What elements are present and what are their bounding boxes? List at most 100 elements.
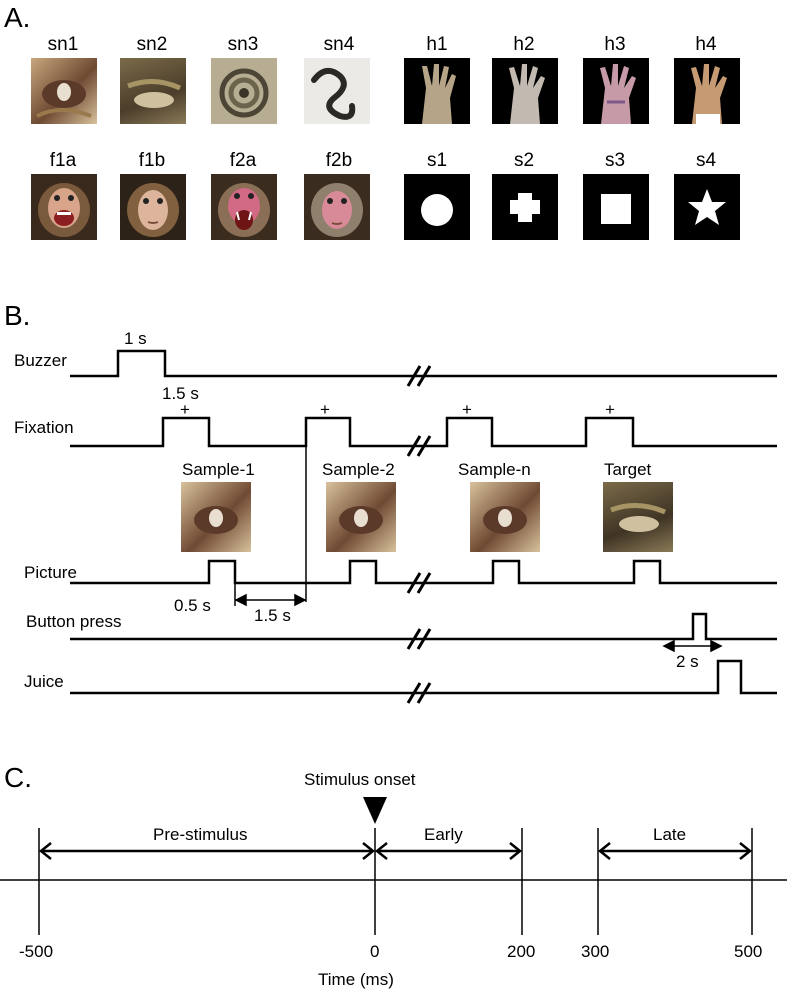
panel-a-label: A. [4,2,31,33]
thumb-label-h4: h4 [695,34,717,55]
snake-photo-sn2 [120,58,186,124]
fixation-duration-label: 1.5 s [162,384,199,403]
picture-duration-label: 0.5 s [174,596,211,615]
row-label-fixation: Fixation [14,418,74,437]
monkey-hand-icon [509,64,545,124]
thumb-label-h1: h1 [426,34,448,55]
thumb-label-sn1: sn1 [47,34,79,55]
segment-label-late: Late [653,825,687,844]
tick-label-300: 300 [581,942,610,961]
thumb-label-h2: h2 [513,34,535,55]
snake-photo-sn1 [31,58,97,124]
panel-b-label: B. [4,300,31,331]
row-label-picture: Picture [24,563,77,582]
segment-arrows [38,842,753,860]
monkey-face-icon [218,183,270,237]
picture-label-target: Target [604,460,652,479]
panel-c-label: C. [4,762,32,793]
buzzer-trace [70,349,777,378]
thumb-label-sn2: sn2 [136,34,168,55]
row-label-button-press: Button press [26,612,122,631]
target-snake-photo [603,482,673,552]
thumb-label-f1b: f1b [138,150,166,171]
face-photo-f1a [31,174,97,240]
fixation-marker-2: + [320,400,330,419]
buzzer-duration-label: 1 s [124,329,147,348]
break-symbol-fixation [406,435,432,457]
circle-shape-icon [421,194,453,226]
thumb-label-h3: h3 [604,34,626,55]
thumb-label-f2b: f2b [325,150,353,171]
picture-label-sample-2: Sample-2 [322,460,395,479]
stimulus-onset-marker [363,797,387,824]
snake-icon [219,68,269,118]
face-photo-f2b [304,174,370,240]
face-photo-f2a [211,174,277,240]
interval-arrow [234,593,307,607]
hand-photo-h3 [583,58,649,124]
segment-label-pre-stimulus: Pre-stimulus [153,825,248,844]
shape-s1 [404,174,470,240]
sample-2-snake-photo [326,482,396,552]
tick-label-minus-500: -500 [19,942,54,961]
sample-1-snake-photo [181,482,251,552]
juice-trace [70,659,777,695]
picture-label-sample-1: Sample-1 [182,460,255,479]
monkey-hand-icon [600,64,636,124]
button-press-trace [70,612,777,641]
shape-s3 [583,174,649,240]
star-shape-icon [688,189,726,225]
fixation-trace [70,416,777,448]
fixation-marker-3: + [462,400,472,419]
picture-trace [70,559,777,585]
stimulus-onset-label: Stimulus onset [304,770,416,789]
fixation-marker-1: + [180,400,190,419]
sample-n-snake-photo [470,482,540,552]
snake-icon [127,79,182,108]
break-symbol-buzzer [406,365,432,387]
row-label-buzzer: Buzzer [14,351,67,370]
break-symbol-group [406,365,432,704]
fixation-marker-4: + [605,400,615,419]
hand-photo-h1 [404,58,470,124]
snake-icon [36,80,92,118]
thumb-label-sn3: sn3 [227,34,259,55]
monkey-face-icon [311,183,363,237]
shape-s2 [492,174,558,240]
square-shape-icon [601,194,631,224]
monkey-face-icon [38,183,90,237]
response-window-label: 2 s [676,652,699,671]
tick-label-0: 0 [370,942,380,961]
monkey-hand-icon [691,64,727,124]
break-symbol-picture [406,572,432,594]
tick-label-500: 500 [734,942,763,961]
snake-icon [483,506,527,534]
snake-icon [194,506,238,534]
thumb-label-s3: s3 [604,150,626,171]
thumb-label-f1a: f1a [49,150,77,171]
thumb-label-s2: s2 [513,150,535,171]
hand-photo-h2 [492,58,558,124]
time-axis-title: Time (ms) [318,970,394,989]
break-symbol-juice [406,682,432,704]
row-label-juice: Juice [24,672,64,691]
tick-label-200: 200 [507,942,536,961]
interval-label: 1.5 s [254,606,291,625]
break-symbol-button [406,628,432,650]
snake-photo-sn4 [304,58,370,124]
monkey-hand-icon [422,64,456,124]
thumb-label-sn4: sn4 [323,34,355,55]
shape-s4 [674,174,740,240]
time-tick-lines [38,828,753,935]
thumb-label-s1: s1 [426,150,448,171]
snake-icon [311,67,356,120]
thumb-label-f2a: f2a [229,150,257,171]
response-window-arrow [662,639,723,653]
face-photo-f1b [120,174,186,240]
snake-photo-sn3 [211,58,277,124]
segment-label-early: Early [424,825,463,844]
monkey-face-icon [127,183,179,237]
picture-label-sample-n: Sample-n [458,460,531,479]
hand-photo-h4 [674,58,740,124]
